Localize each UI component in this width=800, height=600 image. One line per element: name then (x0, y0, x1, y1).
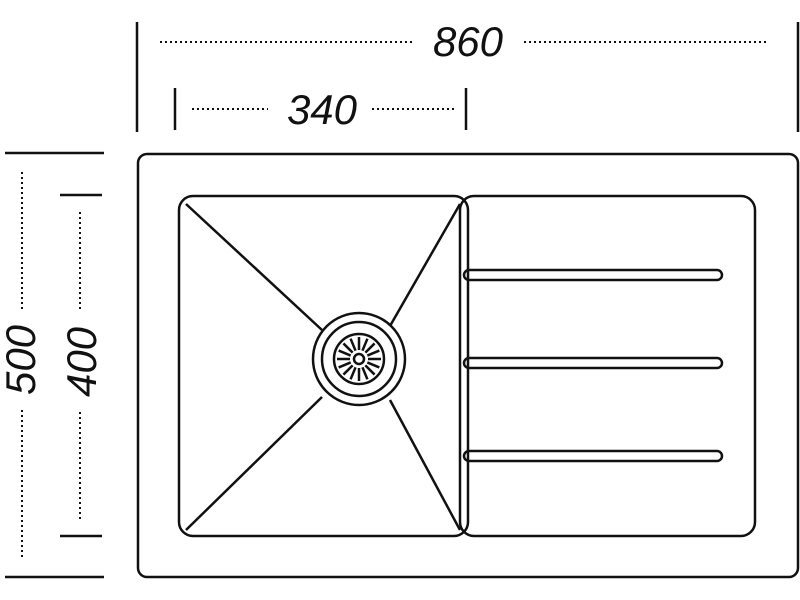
drain-slot (338, 349, 352, 357)
drainboard-outline (458, 194, 757, 538)
drain-slot (361, 366, 369, 380)
bowl-outline (177, 194, 470, 538)
drainboard-groove-1 (462, 268, 724, 282)
drainboard-groove-2 (462, 356, 724, 370)
drain-slot (349, 338, 357, 352)
drain-inner-ring (332, 332, 386, 386)
drain-center (352, 352, 366, 366)
drain-slot (361, 338, 369, 352)
drain-slot (364, 342, 376, 354)
sink-outer-outline (136, 152, 800, 579)
bowl-depth-label: 400 (58, 326, 105, 397)
bowl-width-label: 340 (287, 86, 358, 133)
drain-slot (366, 361, 380, 369)
overall-depth-dimension (5, 151, 104, 579)
overall-width-label: 860 (433, 18, 504, 65)
drainboard-groove-3 (462, 449, 724, 463)
drain-slot (338, 361, 352, 369)
drain-slot (342, 342, 354, 354)
overall-depth-label: 500 (0, 324, 44, 395)
drain-outer-ring (311, 311, 407, 407)
bowl-slope-line-bottom-right (388, 399, 462, 531)
drain-slot (366, 349, 380, 357)
bowl-slope-line-top-left (185, 203, 323, 331)
drain-slot (342, 364, 354, 376)
bowl-slope-lines (185, 203, 462, 531)
drain-slot (364, 364, 376, 376)
bowl-slope-line-bottom-left (185, 396, 323, 531)
drain-middle-ring (320, 320, 398, 398)
overall-width-dimension (135, 22, 800, 132)
bowl-width-dimension (173, 88, 468, 130)
bowl-slope-line-top-right (388, 203, 462, 327)
drain-slots (337, 337, 381, 381)
drain-strainer (311, 311, 407, 407)
drain-slot (349, 366, 357, 380)
bowl-depth-dimension (60, 193, 102, 538)
